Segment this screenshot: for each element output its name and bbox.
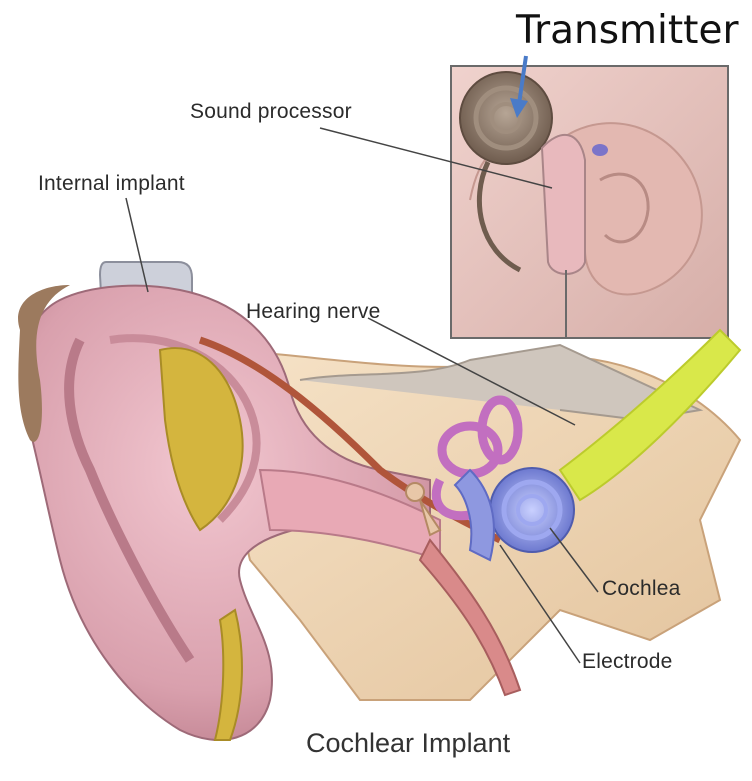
figure-title: Cochlear Implant — [306, 728, 510, 759]
label-electrode: Electrode — [582, 650, 673, 674]
label-hearing-nerve: Hearing nerve — [246, 300, 381, 324]
label-transmitter: Transmitter — [516, 8, 739, 53]
label-cochlea: Cochlea — [602, 577, 680, 601]
label-internal-implant: Internal implant — [38, 172, 185, 196]
label-sound-processor: Sound processor — [190, 100, 352, 124]
